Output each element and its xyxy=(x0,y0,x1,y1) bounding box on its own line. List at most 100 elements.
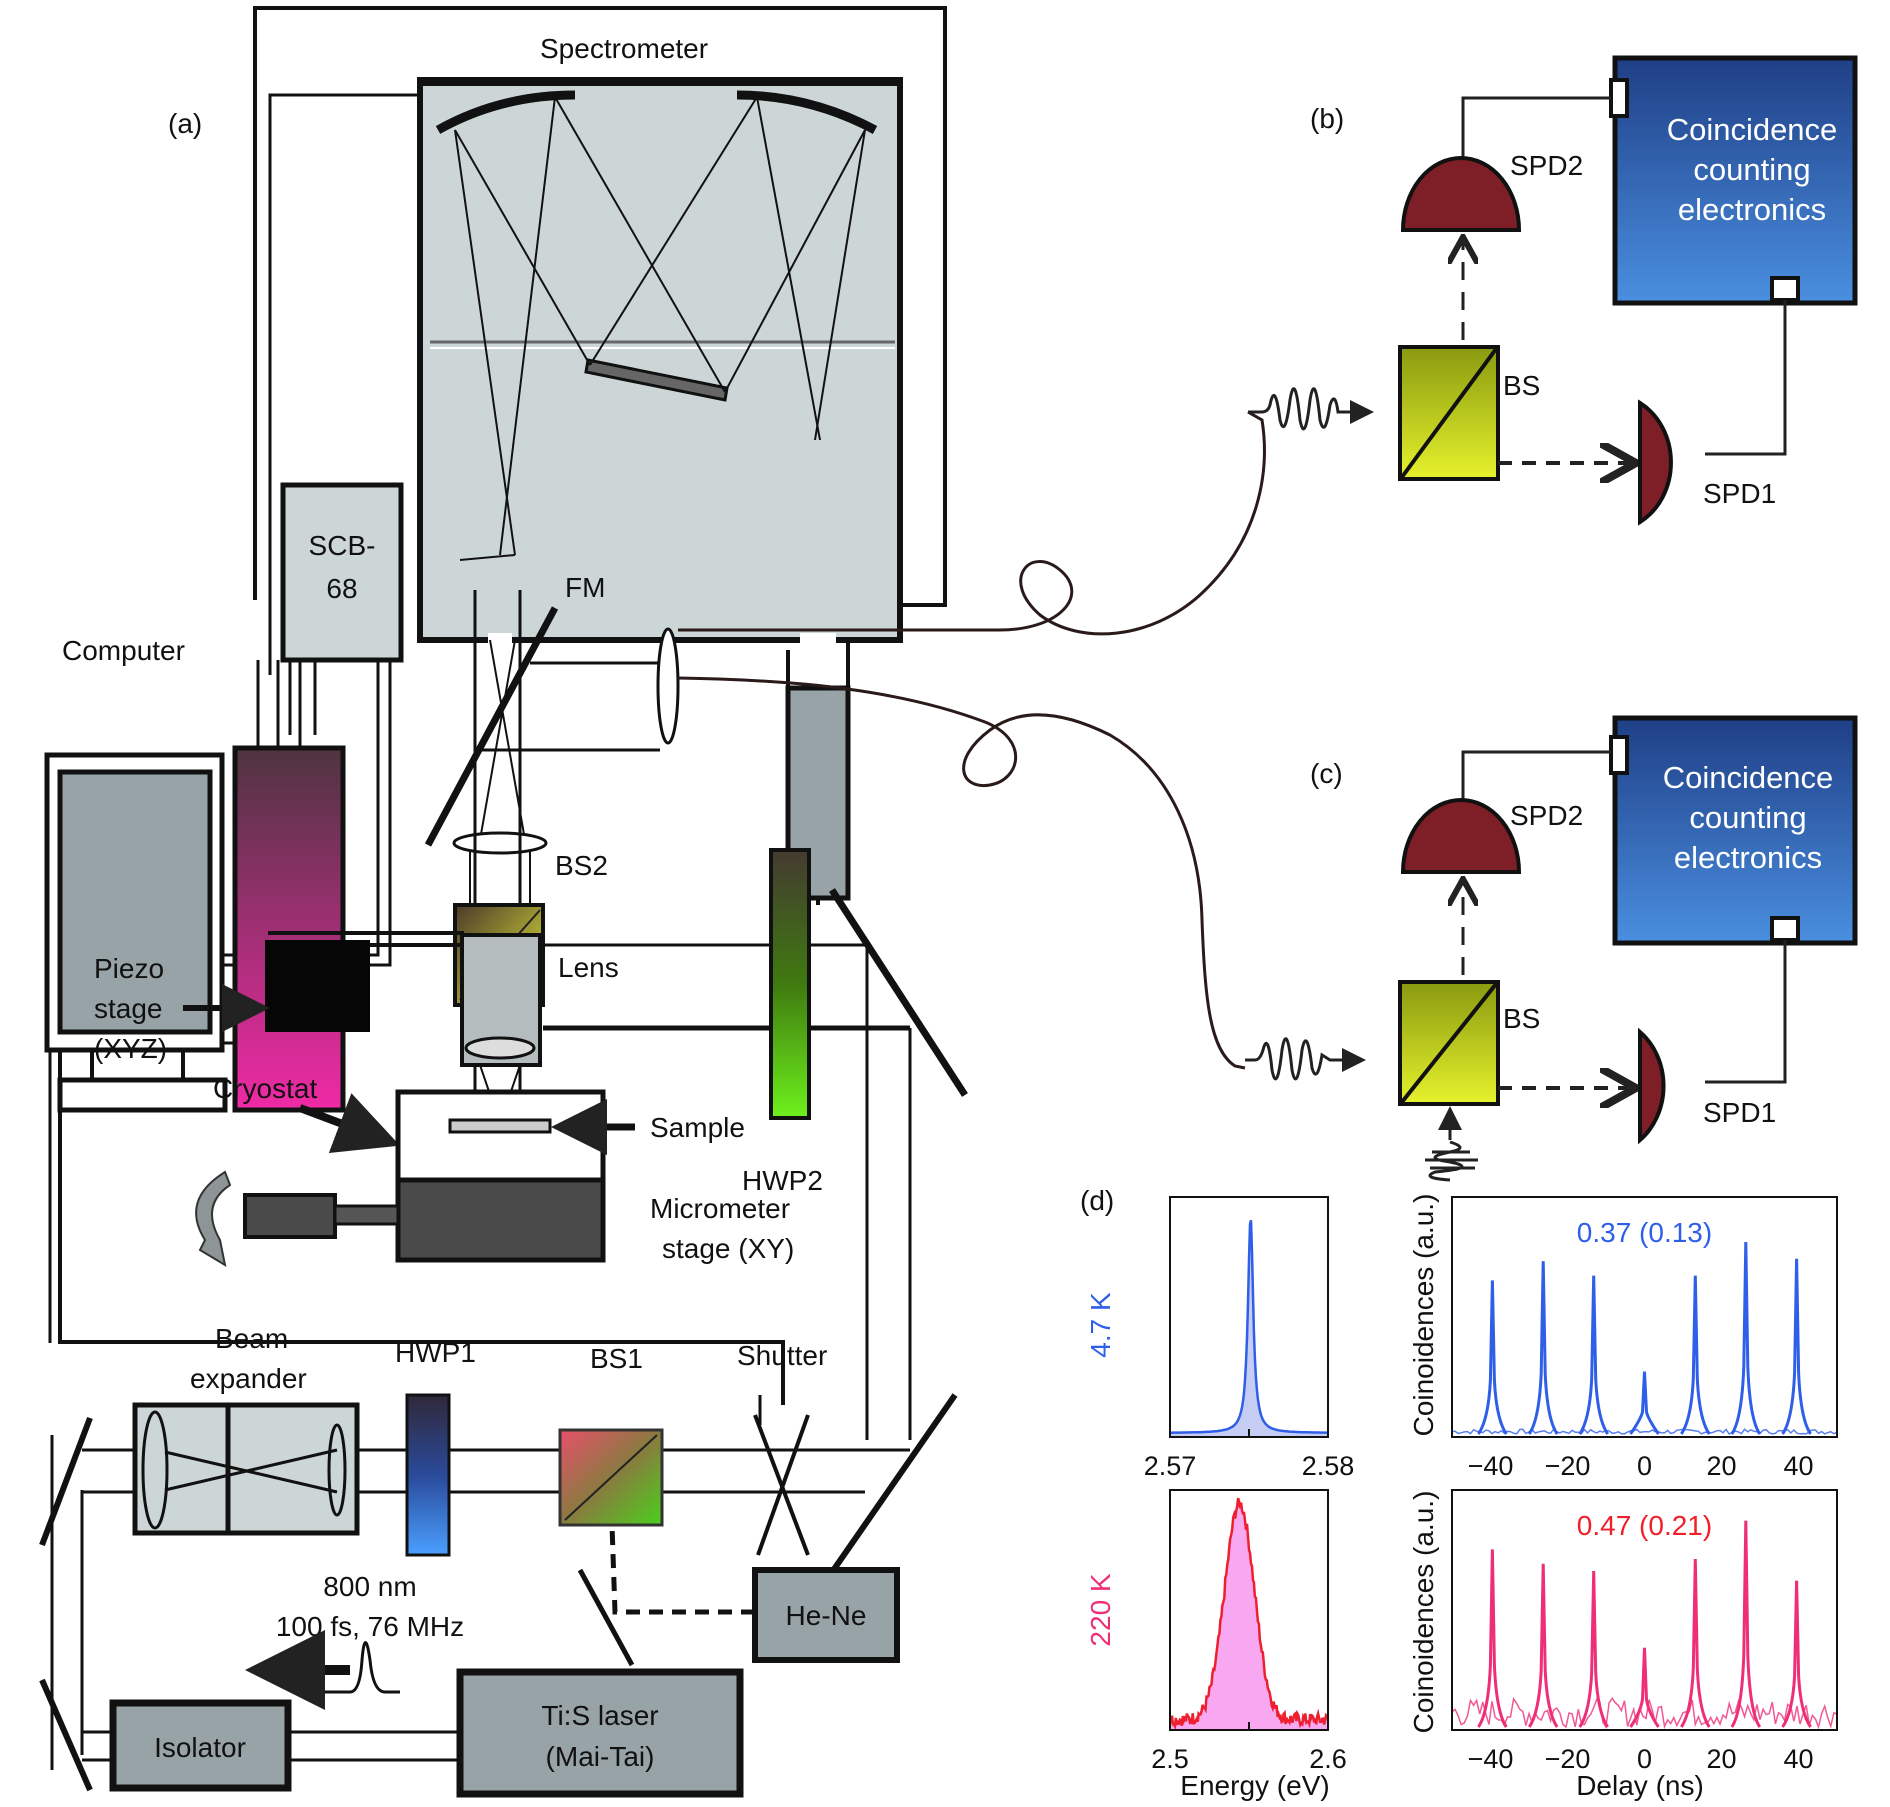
objective-lens xyxy=(460,933,542,1067)
g2-peak xyxy=(1680,1558,1711,1728)
beam-splitter-bs1 xyxy=(558,1428,664,1527)
spd1-detector-b xyxy=(1638,399,1673,526)
flip-mirror xyxy=(424,606,559,847)
g2-4k-ylabel: Coinoidences (a.u.) xyxy=(1408,1194,1439,1437)
x-tick-label: 40 xyxy=(1783,1744,1813,1774)
photon-wavepacket-c-bottom xyxy=(1425,1106,1478,1182)
shutter-label: Shutter xyxy=(737,1340,827,1371)
laser-label-2: (Mai-Tai) xyxy=(546,1741,655,1772)
electronics-c-label-2: counting xyxy=(1689,800,1806,835)
fiber-c xyxy=(677,676,1246,1070)
electronics-b-label-3: electronics xyxy=(1678,192,1826,227)
g2-baseline xyxy=(1451,1696,1838,1730)
g2-peak xyxy=(1578,1275,1609,1435)
spd1-b-label: SPD1 xyxy=(1703,478,1776,509)
beam-expander-label-1: Beam xyxy=(215,1323,288,1354)
plot-frame xyxy=(1451,1196,1838,1438)
input-port-2 xyxy=(1770,276,1800,302)
diffraction-grating xyxy=(584,358,729,402)
x-tick-label: −20 xyxy=(1545,1744,1591,1774)
g2-220k-ylabel: Coinoidences (a.u.) xyxy=(1408,1491,1439,1734)
x-tick-label: −20 xyxy=(1545,1451,1591,1481)
steering-mirror-5 xyxy=(577,1568,635,1667)
pulse-shape xyxy=(325,1641,400,1694)
spd2-detector-c xyxy=(1400,798,1522,874)
g2-peak xyxy=(1730,1520,1762,1728)
spectrometer xyxy=(417,77,903,643)
x-tick-label: 2.6 xyxy=(1309,1744,1347,1774)
bs2-label: BS2 xyxy=(555,850,608,881)
photon-wavepacket-b xyxy=(1248,387,1374,431)
fm-label: FM xyxy=(565,572,605,603)
panel-label-d: (d) xyxy=(1080,1185,1114,1216)
g2-peak xyxy=(1629,1371,1660,1435)
spectrometer-cable xyxy=(268,93,418,675)
half-wave-plate-2 xyxy=(769,848,811,1120)
g2-peak xyxy=(1578,1570,1609,1728)
input-port-4 xyxy=(1770,916,1800,942)
scb-68-label-1: SCB- xyxy=(309,530,376,561)
x-tick-label: 20 xyxy=(1706,1744,1736,1774)
g2-baseline xyxy=(1451,1428,1838,1435)
he-ne-label: He-Ne xyxy=(786,1600,867,1631)
concave-mirror-right xyxy=(736,90,878,134)
spectrometer-input-lens xyxy=(452,831,548,855)
sample-label: Sample xyxy=(650,1112,745,1143)
spectrum-fill xyxy=(1170,1498,1328,1730)
x-tick-label: 2.58 xyxy=(1302,1451,1355,1481)
he-ne-laser: He-Ne xyxy=(752,1567,900,1663)
bs-b-label: BS xyxy=(1503,370,1540,401)
hwp2-label: HWP2 xyxy=(742,1165,823,1196)
spd2-b-label: SPD2 xyxy=(1510,150,1583,181)
panel-label-b: (b) xyxy=(1310,103,1344,134)
shutter xyxy=(753,1395,810,1556)
coincidence-electronics-c xyxy=(1612,715,1858,946)
spd2-detector-b xyxy=(1400,156,1522,232)
g2-peak xyxy=(1527,1261,1559,1435)
hwp1-label: HWP1 xyxy=(395,1337,476,1368)
spectrum-4k-chart: 2.57 2.58 xyxy=(1144,1196,1355,1481)
electronics-b-label-1: Coincidence xyxy=(1667,112,1838,147)
spectrum-220k-chart: 2.5 2.6 xyxy=(1151,1489,1347,1774)
spectrum-line xyxy=(1169,1497,1330,1731)
piezo-label-2: stage xyxy=(94,993,163,1024)
piezo-stage xyxy=(265,931,464,1032)
fiber-b xyxy=(678,410,1266,636)
micrometer-stage xyxy=(195,1170,400,1268)
g2-peak xyxy=(1781,1258,1812,1435)
steering-mirror-4 xyxy=(827,1393,958,1577)
pulse-specs: 100 fs, 76 MHz xyxy=(276,1611,464,1642)
rotate-arrow-icon xyxy=(195,1170,232,1268)
cryostat xyxy=(395,1089,606,1263)
x-tick-label: 2.5 xyxy=(1151,1744,1189,1774)
scb-68-box: SCB- 68 xyxy=(280,482,404,663)
beam-expander xyxy=(132,1402,360,1536)
electronics-c-label-1: Coincidence xyxy=(1663,760,1834,795)
row-label-4k: 4.7 K xyxy=(1085,1292,1116,1358)
x-tick-label: 2.57 xyxy=(1144,1451,1197,1481)
g2-peak xyxy=(1629,1647,1660,1728)
x-tick-label: 0 xyxy=(1637,1744,1652,1774)
scb-68-label-2: 68 xyxy=(326,573,357,604)
panel-label-c: (c) xyxy=(1310,758,1343,789)
spectrum-fill xyxy=(1170,1220,1328,1437)
row-label-220k: 220 K xyxy=(1085,1573,1116,1646)
computer-label: Computer xyxy=(62,635,185,666)
piezo-label-1: Piezo xyxy=(94,953,164,984)
g2-annotation: 0.47 (0.21) xyxy=(1577,1510,1712,1541)
photon-wavepacket-c xyxy=(1245,1037,1366,1081)
beam-expander-label-2: expander xyxy=(190,1363,307,1394)
isolator: Isolator xyxy=(109,1699,292,1792)
x-tick-label: 40 xyxy=(1783,1451,1813,1481)
bs1-label: BS1 xyxy=(590,1343,643,1374)
g2-annotation: 0.37 (0.13) xyxy=(1577,1217,1712,1248)
steering-mirror-2 xyxy=(39,1416,93,1547)
g2-peak xyxy=(1730,1241,1762,1435)
piezo-label-3: (XYZ) xyxy=(94,1033,167,1064)
g2-peak xyxy=(1477,1280,1508,1435)
spd1-c-label: SPD1 xyxy=(1703,1097,1776,1128)
electronics-c-label-3: electronics xyxy=(1674,840,1822,875)
